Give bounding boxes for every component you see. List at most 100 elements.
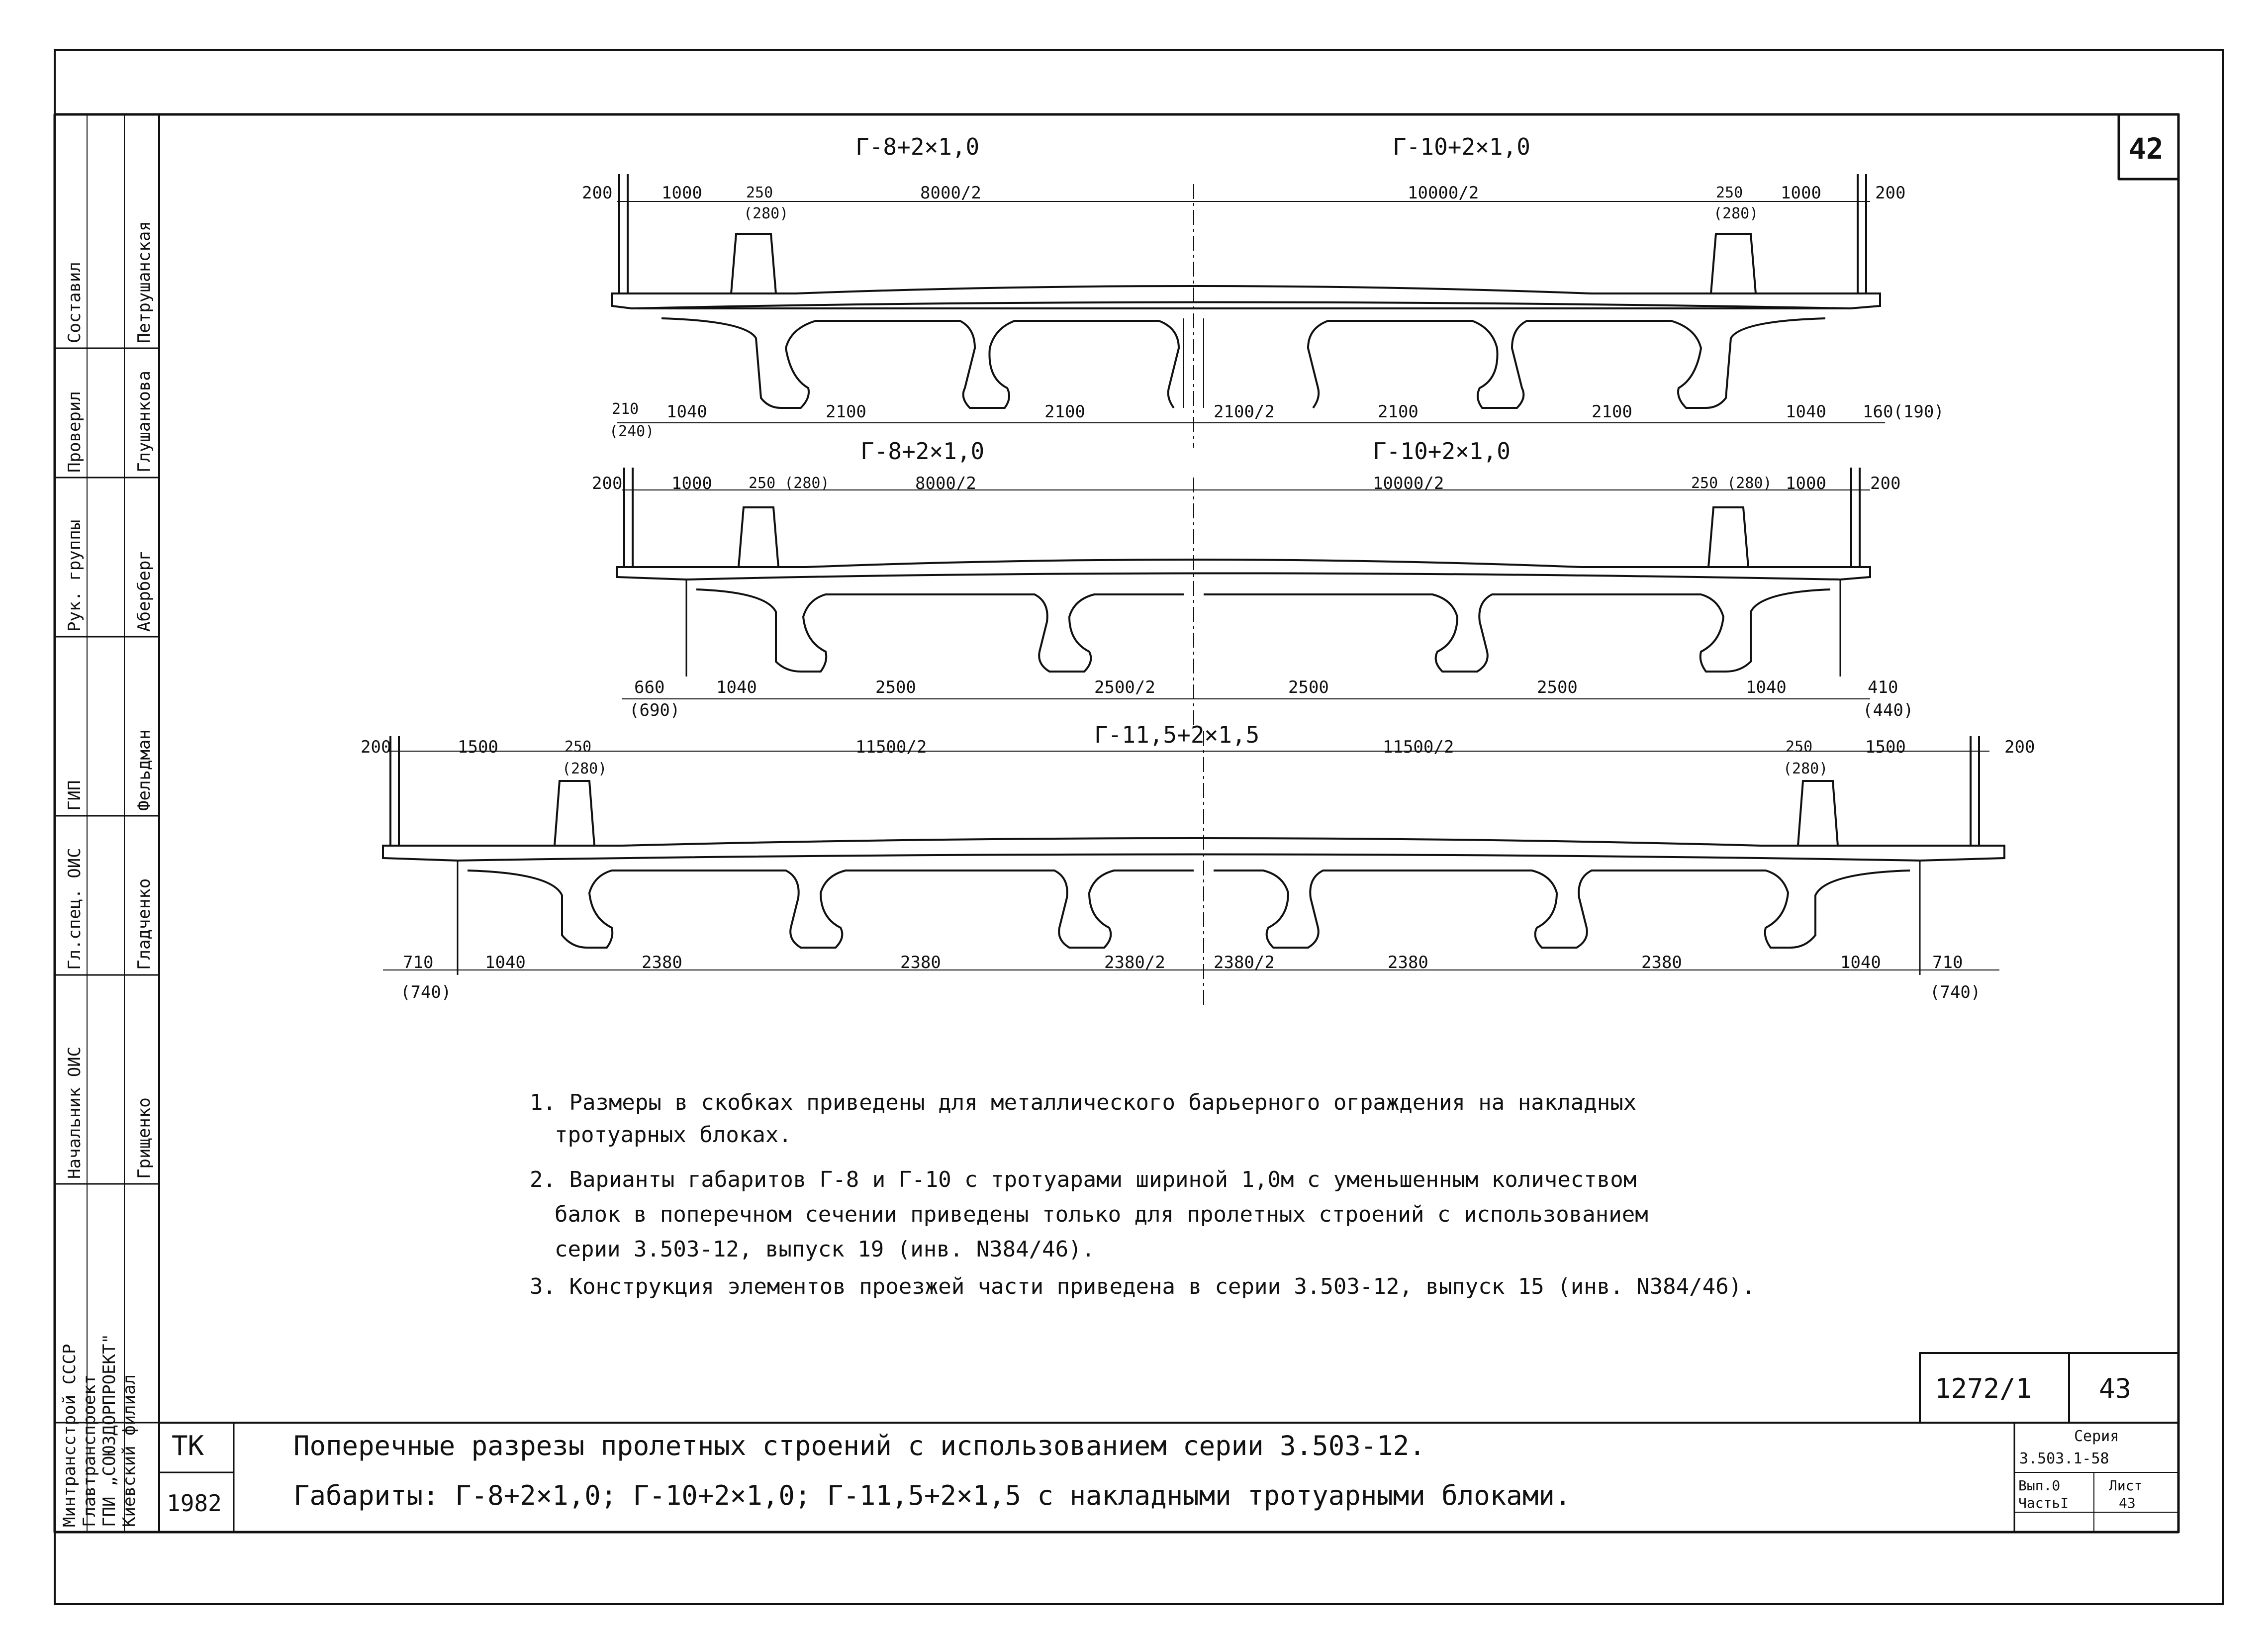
section-1 <box>611 174 1885 448</box>
dim-label: 1000 <box>671 474 712 493</box>
note-line: тротуарных блоках. <box>555 1122 792 1148</box>
code-box <box>1919 1352 2179 1424</box>
stamp-year: 1982 <box>167 1490 222 1517</box>
dim-label: 2380 <box>1641 953 1682 972</box>
dim-label: 660 <box>634 677 665 697</box>
dim-label: 1040 <box>485 953 526 972</box>
org-name-2: Главтранспроект <box>80 1374 99 1527</box>
org-name-1: Минтрансстрой СССР <box>60 1344 80 1527</box>
role-label: Рук. группы <box>65 519 85 632</box>
dim-label: 8000/2 <box>920 183 981 203</box>
dim-label: 250 (280) <box>1691 475 1772 492</box>
role-label: Начальник ОИС <box>65 1046 85 1179</box>
dim-label: 2380 <box>1388 953 1428 972</box>
role-name: Грищенко <box>134 1097 154 1179</box>
dim-label: 2100 <box>1378 402 1418 422</box>
dim-label: 2380 <box>642 953 682 972</box>
dim-label: (280) <box>1713 205 1759 222</box>
dim-label: (280) <box>744 205 789 222</box>
role-name: Фельдман <box>134 729 154 811</box>
dim-label: 1000 <box>662 183 702 203</box>
dim-label: 2500 <box>875 677 916 697</box>
note-line: серии 3.503-12, выпуск 19 (инв. N384/46)… <box>555 1237 1095 1262</box>
org-name-4: Киевский филиал <box>119 1374 139 1527</box>
role-name: Глушанкова <box>134 371 154 473</box>
dim-label: 410 <box>1868 677 1898 697</box>
dim-label: (740) <box>400 982 452 1002</box>
dim-label: 200 <box>361 737 391 757</box>
dim-label: 1040 <box>1840 953 1881 972</box>
dim-label: 2500/2 <box>1094 677 1155 697</box>
role-label: Гл.спец. ОИС <box>65 848 85 970</box>
section-1-left-title: Г-8+2×1,0 <box>855 133 980 160</box>
dim-label: 11500/2 <box>1383 737 1454 757</box>
dim-label: 1500 <box>1865 737 1906 757</box>
note-line: балок в поперечном сечении приведены тол… <box>555 1202 1648 1227</box>
sheet-number: 42 <box>2129 132 2164 166</box>
role-name: Аберберг <box>134 550 154 632</box>
outer-border <box>54 49 2224 1605</box>
drawing-code: 1272/1 <box>1935 1373 2032 1404</box>
dim-label: 710 <box>403 953 434 972</box>
dim-label: (690) <box>629 700 680 720</box>
role-name: Гладченко <box>134 878 154 970</box>
series-label: Серия <box>2074 1428 2119 1445</box>
dim-label: 10000/2 <box>1373 474 1444 493</box>
dim-label: 1040 <box>1746 677 1787 697</box>
dim-label: 8000/2 <box>915 474 976 493</box>
title-line-1: Поперечные разрезы пролетных строений с … <box>293 1430 1425 1461</box>
stamp-tk: ТК <box>172 1430 204 1461</box>
role-label: ГИП <box>65 780 85 811</box>
dim-label: 2500 <box>1537 677 1578 697</box>
dim-label: 200 <box>592 474 623 493</box>
inner-frame <box>53 113 2180 1534</box>
dim-label: 2100 <box>1044 402 1085 422</box>
dim-label: 1040 <box>1786 402 1826 422</box>
series-value: 3.503.1-58 <box>2019 1450 2109 1467</box>
dim-label: 2500 <box>1288 677 1329 697</box>
dim-label: 1000 <box>1786 474 1826 493</box>
dim-label: (280) <box>1783 760 1828 777</box>
dim-label: 2380/2 <box>1104 953 1165 972</box>
dim-label: 2380 <box>900 953 941 972</box>
dim-label: 200 <box>1870 474 1901 493</box>
vyp-label: Вып.0 <box>2018 1477 2061 1494</box>
dim-label: (440) <box>1863 700 1914 720</box>
dim-label: 2380/2 <box>1214 953 1275 972</box>
dim-label: 160(190) <box>1863 402 1944 422</box>
role-label: Составил <box>65 262 85 343</box>
note-line: 3. Конструкция элементов проезжей части … <box>530 1274 1755 1299</box>
dim-label: 2100 <box>1592 402 1632 422</box>
section-1-right-title: Г-10+2×1,0 <box>1393 133 1530 160</box>
role-name: Петрушанская <box>134 221 154 343</box>
drawing-sheet: 43 <box>2099 1373 2132 1404</box>
dim-label: 10000/2 <box>1408 183 1479 203</box>
section-3-title: Г-11,5+2×1,5 <box>1094 721 1260 748</box>
dim-label: 1040 <box>716 677 757 697</box>
dim-label: (280) <box>562 760 607 777</box>
dim-label: 250 <box>1716 184 1743 201</box>
dim-label: 1000 <box>1781 183 1821 203</box>
dim-label: 250 <box>1786 738 1813 756</box>
section-2-left-title: Г-8+2×1,0 <box>860 438 985 465</box>
note-line: 1. Размеры в скобках приведены для метал… <box>530 1090 1637 1115</box>
list-value: 43 <box>2119 1495 2136 1511</box>
dim-label: 710 <box>1932 953 1963 972</box>
title-line-2: Габариты: Г-8+2×1,0; Г-10+2×1,0; Г-11,5+… <box>293 1480 1571 1511</box>
dim-label: 200 <box>2004 737 2035 757</box>
section-2 <box>616 468 1871 726</box>
dim-label: 250 (280) <box>749 475 830 492</box>
dim-label: 200 <box>1875 183 1906 203</box>
dim-label: 2100/2 <box>1214 402 1275 422</box>
part-label: ЧастьI <box>2018 1495 2069 1511</box>
dim-label: 250 <box>746 184 773 201</box>
list-label: Лист <box>2109 1477 2143 1494</box>
dim-label: 2100 <box>826 402 866 422</box>
dim-label: 200 <box>582 183 613 203</box>
note-line: 2. Варианты габаритов Г-8 и Г-10 с троту… <box>530 1167 1637 1192</box>
sheet-number-box <box>2117 113 2180 181</box>
section-3 <box>382 731 2005 1005</box>
role-label: Проверил <box>65 391 85 473</box>
dim-label: 1040 <box>666 402 707 422</box>
dim-label: 11500/2 <box>855 737 927 757</box>
